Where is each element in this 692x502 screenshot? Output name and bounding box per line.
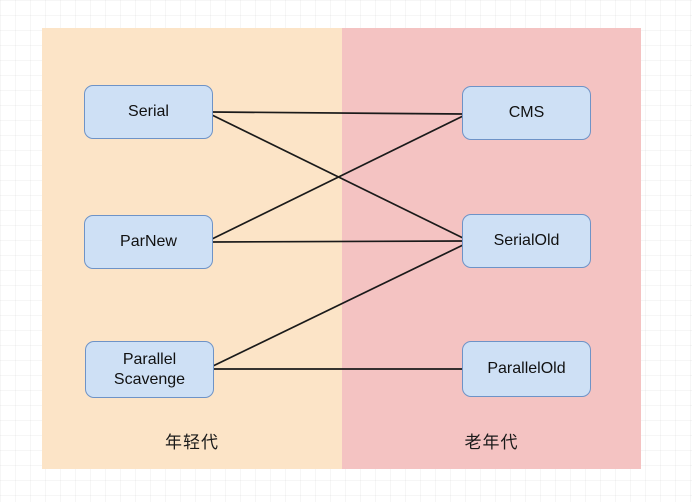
node-serial-label: Serial — [128, 103, 169, 120]
node-serialold-label: SerialOld — [493, 232, 560, 249]
node-parallel-scavenge-label: Parallel Scavenge — [113, 350, 186, 388]
node-cms-label: CMS — [508, 104, 545, 121]
old-generation-label: 老年代 — [464, 433, 519, 452]
young-generation-label: 年轻代 — [165, 433, 219, 452]
node-parallelold-label: ParallelOld — [487, 360, 566, 377]
node-parallelold: ParallelOld — [462, 341, 591, 397]
node-serialold: SerialOld — [462, 214, 591, 268]
node-parnew-label: ParNew — [120, 233, 177, 250]
node-serial: Serial — [84, 85, 213, 139]
node-cms: CMS — [462, 86, 591, 140]
node-parnew: ParNew — [84, 215, 213, 269]
node-parallel-scavenge: Parallel Scavenge — [85, 341, 214, 398]
